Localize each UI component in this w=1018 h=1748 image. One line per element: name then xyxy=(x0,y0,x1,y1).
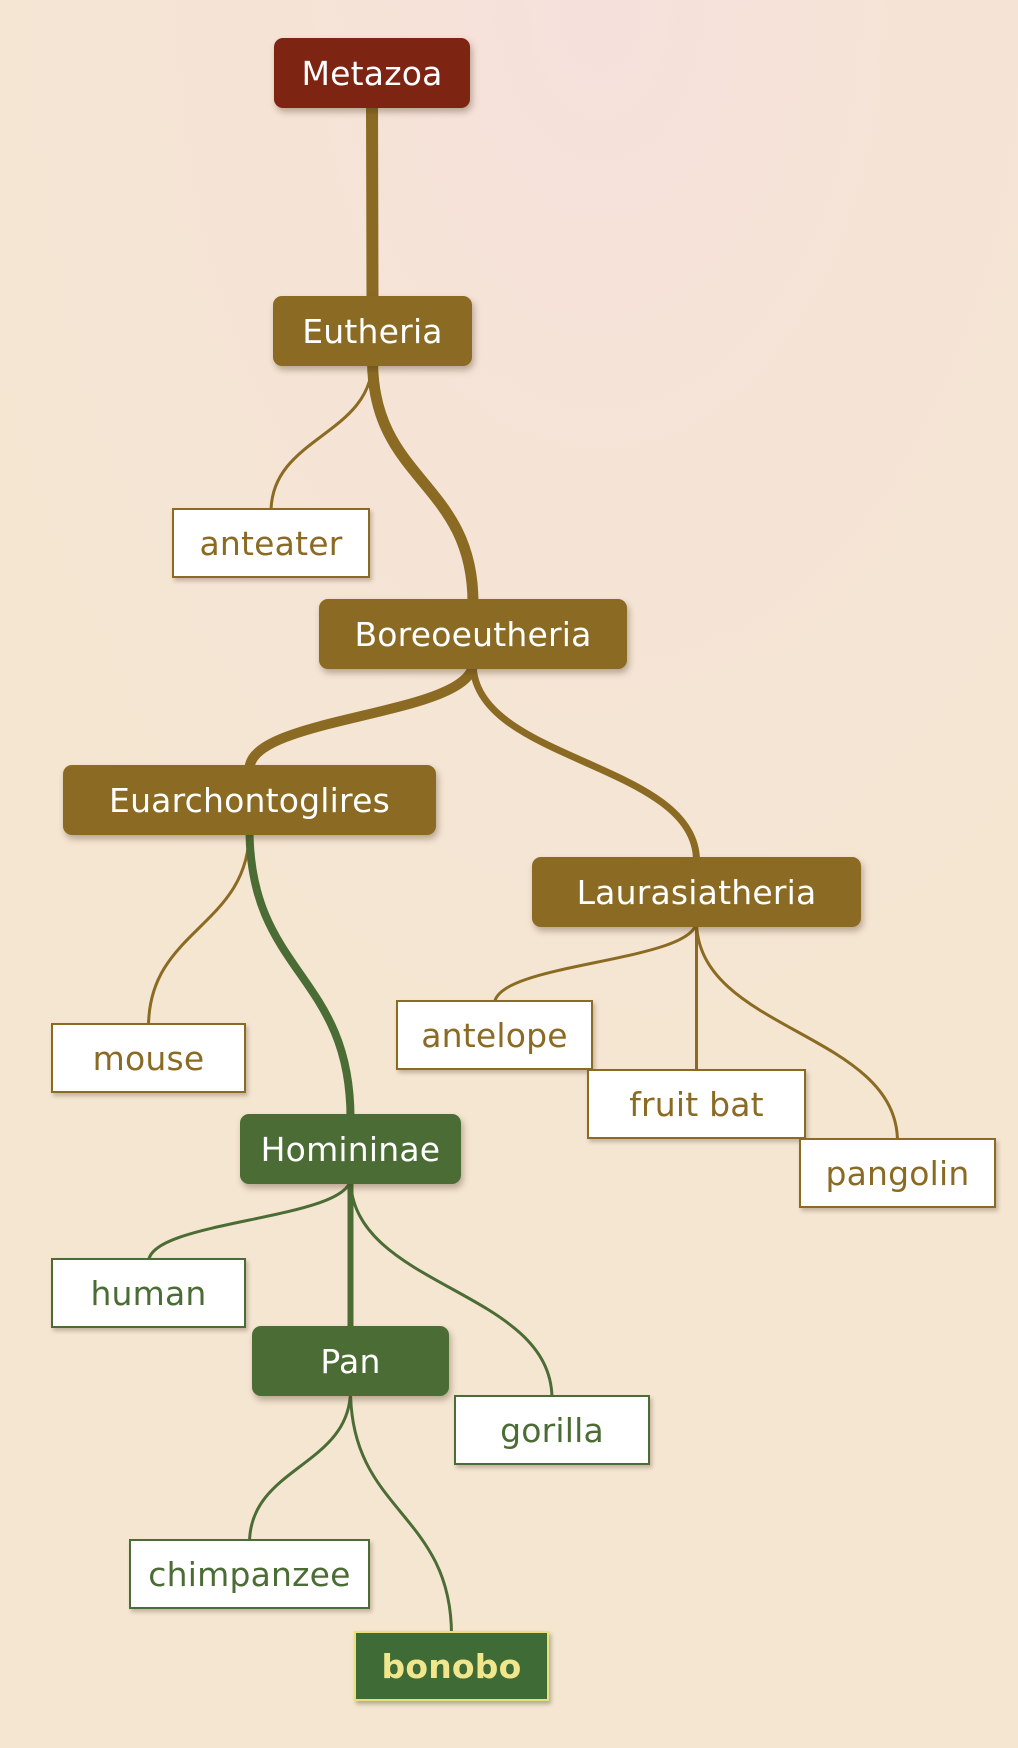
node-pan: Pan xyxy=(252,1326,449,1396)
edge-laurasiatheria-pangolin xyxy=(695,919,899,1144)
node-boreoeutheria: Boreoeutheria xyxy=(319,599,627,669)
node-human: human xyxy=(51,1258,246,1328)
node-antelope: antelope xyxy=(396,1000,593,1070)
edge-boreoeutheria-euarchontoglires xyxy=(244,658,478,774)
edge-metazoa-eutheria xyxy=(366,96,379,306)
edge-homininae-gorilla xyxy=(349,1176,554,1401)
node-pangolin: pangolin xyxy=(799,1138,996,1208)
node-anteater: anteater xyxy=(172,508,370,578)
edge-eutheria-anteater xyxy=(269,358,374,514)
node-fruit-bat: fruit bat xyxy=(587,1069,806,1139)
edge-eutheria-boreoeutheria xyxy=(367,354,479,609)
node-mouse: mouse xyxy=(51,1023,246,1093)
node-euarchontoglires: Euarchontoglires xyxy=(63,765,436,835)
node-laurasiatheria: Laurasiatheria xyxy=(532,857,861,927)
edge-euarchontoglires-homininae xyxy=(245,825,355,1122)
node-eutheria: Eutheria xyxy=(273,296,472,366)
node-metazoa: Metazoa xyxy=(274,38,470,108)
edge-pan-chimpanzee xyxy=(248,1388,352,1545)
edge-boreoeutheria-laurasiatheria xyxy=(469,659,700,865)
node-chimpanzee: chimpanzee xyxy=(129,1539,370,1609)
edge-pan-bonobo xyxy=(349,1388,453,1637)
edge-euarchontoglires-mouse xyxy=(147,827,251,1029)
edge-homininae-human xyxy=(147,1176,352,1264)
node-homininae: Homininae xyxy=(240,1114,461,1184)
node-bonobo: bonobo xyxy=(354,1631,549,1701)
node-gorilla: gorilla xyxy=(454,1395,650,1465)
edge-laurasiatheria-antelope xyxy=(493,919,698,1006)
